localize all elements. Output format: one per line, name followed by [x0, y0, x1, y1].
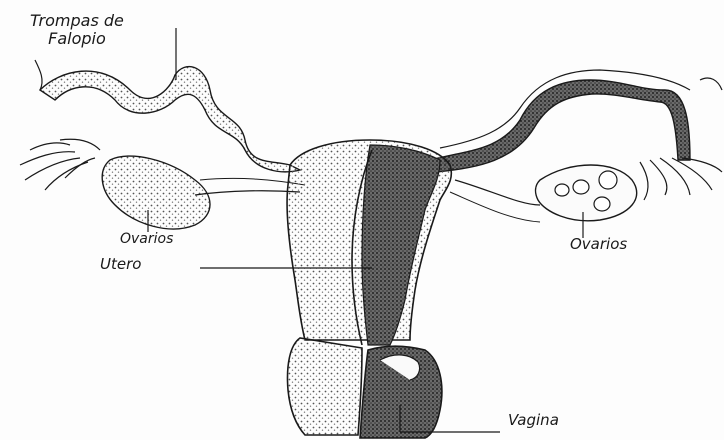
label-tubes-line2: Falopio	[30, 30, 124, 48]
right-fallopian-tube	[430, 80, 690, 172]
uterine-cavity	[362, 145, 440, 345]
label-fallopian-tubes: Trompas de Falopio	[30, 12, 124, 49]
label-vagina: Vagina	[508, 413, 559, 428]
label-uterus: Utero	[100, 257, 141, 272]
label-ovaries-left: Ovarios	[120, 232, 173, 246]
vagina-left	[288, 338, 363, 435]
label-tubes-line1: Trompas de	[30, 12, 124, 30]
right-ligament	[455, 180, 540, 205]
left-fallopian-tube	[40, 67, 300, 172]
label-ovaries-right: Ovarios	[570, 237, 627, 252]
left-ligament	[195, 191, 300, 195]
left-ovary	[102, 156, 210, 229]
